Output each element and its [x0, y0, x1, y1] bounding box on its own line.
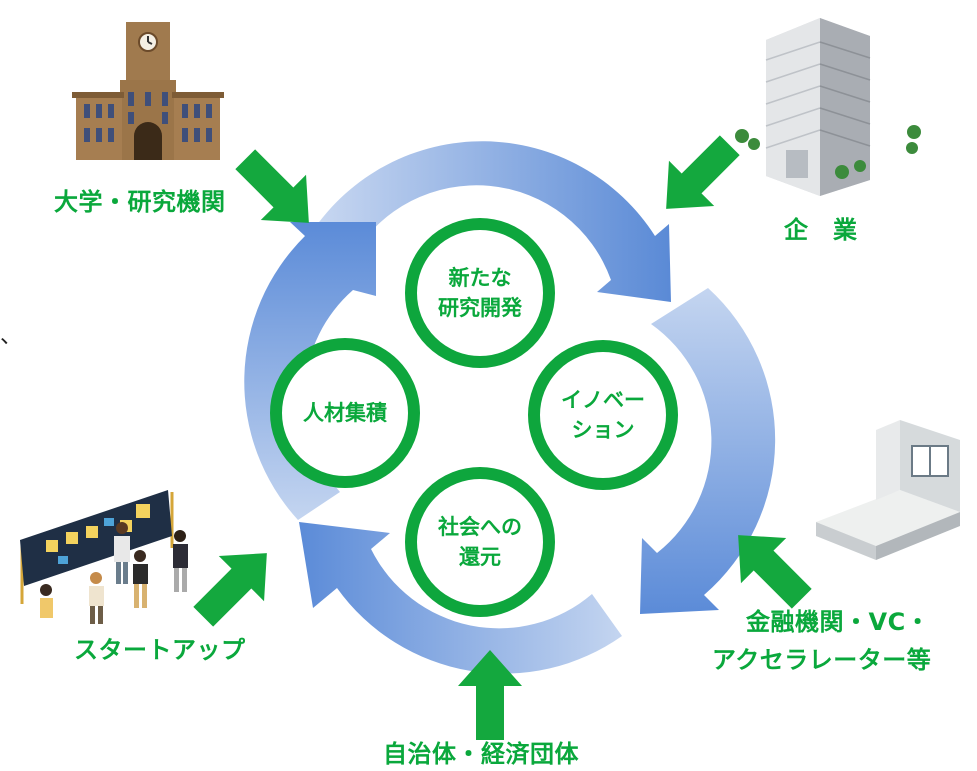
node-talent-cluster-label: 人材集積	[303, 400, 387, 425]
green-arrow-finance	[738, 535, 812, 609]
office-room-icon	[816, 420, 960, 560]
startup-meeting-icon	[20, 490, 188, 624]
node-new-research: 新たな 研究開発	[405, 218, 555, 368]
label-finance-line2: アクセラレーター等	[712, 646, 932, 674]
green-arrow-university	[235, 149, 309, 223]
cycle-arrow-bottom	[299, 522, 622, 674]
people-figures	[40, 522, 188, 624]
node-innovation: イノベー ション	[528, 340, 678, 490]
green-arrow-company	[666, 135, 740, 209]
office-building-icon	[735, 18, 921, 196]
cycle-arrow-top	[312, 141, 671, 302]
green-arrow-local-gov	[458, 650, 522, 740]
node-social-return-label: 社会への 還元	[438, 514, 522, 569]
label-startup: スタートアップ	[74, 636, 246, 664]
node-innovation-label: イノベー ション	[561, 387, 645, 442]
node-social-return: 社会への 還元	[405, 467, 555, 617]
stray-mark: 、	[0, 324, 23, 349]
green-arrow-startup	[193, 553, 267, 627]
cycle-arrow-right	[640, 288, 776, 614]
label-company: 企 業	[784, 216, 858, 244]
university-building-icon	[72, 22, 224, 160]
inflow-arrows	[193, 135, 812, 740]
node-new-research-label: 新たな 研究開発	[438, 265, 522, 320]
node-talent-cluster: 人材集積	[270, 338, 420, 488]
label-finance-line1: 金融機関・VC・	[746, 608, 931, 636]
label-local-gov: 自治体・経済団体	[383, 740, 579, 768]
label-university: 大学・研究機関	[54, 188, 226, 216]
